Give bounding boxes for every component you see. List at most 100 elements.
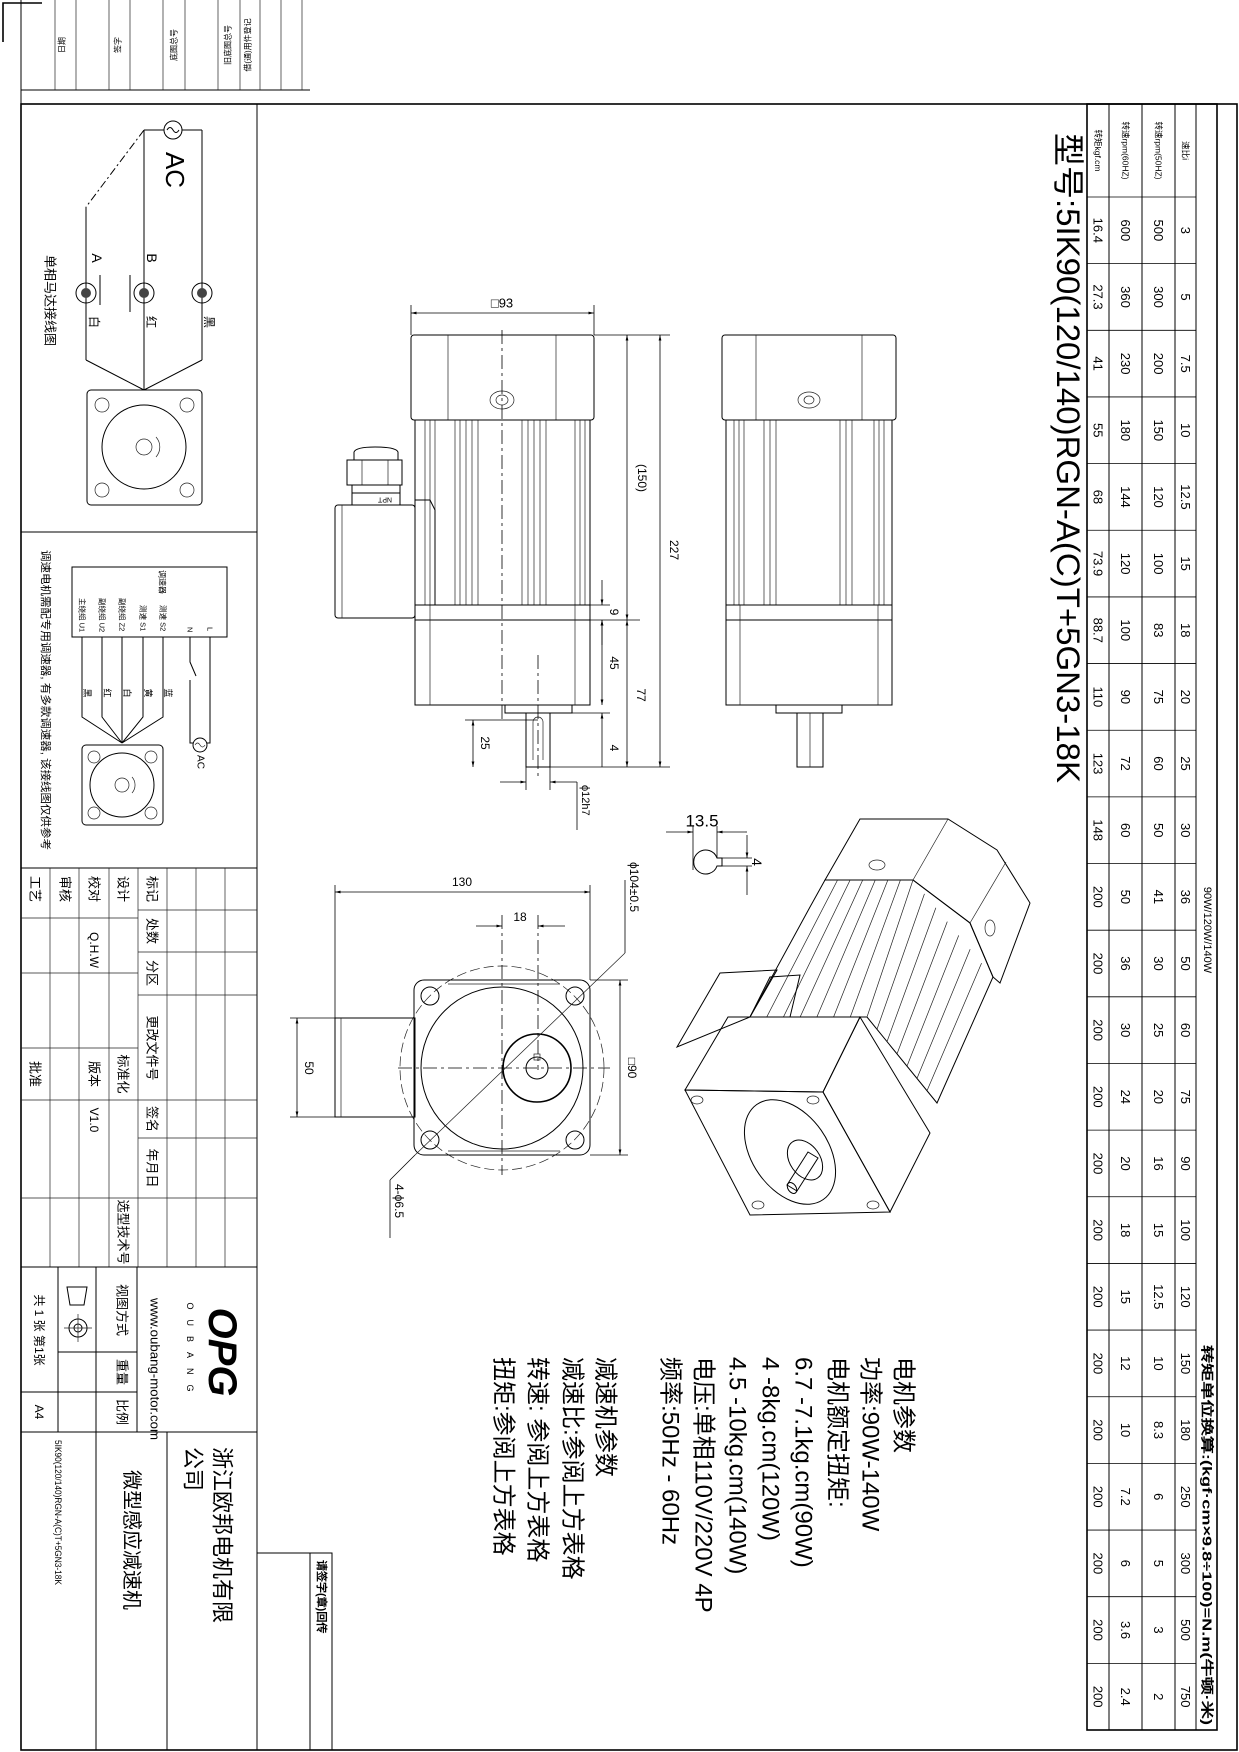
- motor-fin-line: [876, 893, 925, 1030]
- table-cell-ratio: 90: [1178, 1156, 1193, 1170]
- motor-fin-line: [896, 921, 948, 1054]
- product-name: 微型感应减速机: [120, 1470, 143, 1610]
- front-view-dimensions: 130 18 □90 50 ϕ104±0.5 4-ϕ6.5: [290, 862, 641, 1238]
- table-cell-rpm-50hz: 3: [1151, 1626, 1166, 1633]
- table-cell-torque-kgf-cm: 123: [1091, 753, 1106, 775]
- model-number-small: 5IK90(120/140)RGN-A(C)T+5GN3-18K: [53, 1440, 63, 1585]
- table-cell-ratio: 18: [1178, 623, 1193, 637]
- table-cell-rpm-60hz: 6: [1118, 1560, 1133, 1567]
- register-label: 底图总号: [169, 29, 179, 61]
- table-cell-rpm-60hz: 7.2: [1118, 1488, 1133, 1506]
- tb-zone: 分区: [145, 960, 160, 986]
- tb-design: 设计: [116, 876, 131, 902]
- dim-box-50: 50: [302, 1061, 316, 1075]
- table-cell-rpm-50hz: 25: [1151, 1023, 1166, 1037]
- table-cell-torque-kgf-cm: 27.3: [1091, 284, 1106, 309]
- table-cell-rpm-60hz: 10: [1118, 1423, 1133, 1437]
- ac-source-icon: [192, 737, 208, 753]
- table-cell-rpm-60hz: 600: [1118, 219, 1133, 241]
- table-cell-rpm-60hz: 18: [1118, 1223, 1133, 1237]
- speed-torque-table: 90W/120W/140W 转矩单位换算:(kgf·cm×9.8÷100)=N.…: [1086, 103, 1218, 1731]
- controller-label: 调速器: [158, 570, 167, 594]
- table-cell-rpm-50hz: 75: [1151, 690, 1166, 704]
- table-row-label: 转矩kgf.cm: [1093, 129, 1103, 171]
- table-cell-ratio: 150: [1178, 1353, 1193, 1375]
- single-phase-wiring-diagram: AC A B 白 红 黑 单相马达接线图: [43, 120, 216, 506]
- terminal-a-label: A: [89, 253, 105, 263]
- motor-fin-line: [866, 879, 914, 1018]
- table-cell-rpm-50hz: 41: [1151, 890, 1166, 904]
- tb-process: 工艺: [28, 876, 43, 902]
- motor-parameters: 电机参数 功率:90W-140W 电机额定扭矩: 6.7 -7.1kg.cm(9…: [657, 1357, 917, 1613]
- table-cell-ratio: 10: [1178, 423, 1193, 437]
- table-row-label: 速比i: [1181, 141, 1191, 160]
- table-cell-rpm-60hz: 15: [1118, 1290, 1133, 1304]
- table-cell-ratio: 60: [1178, 1023, 1193, 1037]
- dim-holes: 4-ϕ6.5: [392, 1184, 406, 1218]
- table-cell-ratio: 100: [1178, 1219, 1193, 1241]
- tb-sheets: 共 1 张 第1张: [32, 1294, 46, 1365]
- table-cell-ratio: 75: [1178, 1090, 1193, 1104]
- dim-gear-body: 45: [607, 656, 621, 670]
- table-cell-torque-kgf-cm: 148: [1091, 819, 1106, 841]
- terminal-icons: [75, 282, 213, 304]
- dim-overall-130: 130: [452, 875, 472, 889]
- tb-review: 审核: [58, 876, 73, 902]
- table-cell-ratio: 750: [1178, 1686, 1193, 1708]
- gearbox-parameters: 减速机参数 减速比:参阅上方表格 转速: 参阅上方表格 扭矩:参阅上方表格: [490, 1357, 619, 1580]
- tb-version: V1.0: [87, 1108, 101, 1133]
- table-cell-rpm-50hz: 20: [1151, 1090, 1166, 1104]
- register-label: 日期: [58, 37, 67, 53]
- register-block: 借(通)用件登记 旧底图总号 底图总号 签字 日期: [20, 0, 310, 104]
- table-cell-torque-kgf-cm: 200: [1091, 1686, 1106, 1708]
- wire-color: 红: [102, 688, 113, 697]
- table-cell-rpm-60hz: 100: [1118, 619, 1133, 641]
- tb-approve: 批准: [28, 1061, 43, 1087]
- table-cell-ratio: 12.5: [1178, 484, 1193, 509]
- motor-fin-line: [916, 949, 971, 1079]
- table-row-label: 转速rpm(50HZ): [1154, 121, 1164, 179]
- motor-fin-line: [816, 879, 876, 1018]
- table-cell-ratio: 30: [1178, 823, 1193, 837]
- table-cell-rpm-50hz: 60: [1151, 756, 1166, 770]
- table-cell-ratio: 50: [1178, 956, 1193, 970]
- side-view-dimensions: □93 (150) 227 9 45 77 4 25 ϕ12h7: [410, 296, 681, 830]
- company-website: www.oubang-motor.com: [148, 1297, 163, 1440]
- table-cell-rpm-50hz: 8.3: [1151, 1421, 1166, 1439]
- table-cell-rpm-50hz: 500: [1151, 219, 1166, 241]
- table-grid: [1087, 104, 1197, 1730]
- table-cell-rpm-60hz: 120: [1118, 553, 1133, 575]
- switch-icon: [189, 637, 211, 744]
- table-cell-torque-kgf-cm: 200: [1091, 1419, 1106, 1441]
- table-cell-rpm-60hz: 180: [1118, 419, 1133, 441]
- dim-total-length: 227: [667, 540, 681, 560]
- table-cell-ratio: 3: [1178, 227, 1193, 234]
- table-cell-rpm-60hz: 36: [1118, 956, 1133, 970]
- dim-shaft-offset: 18: [513, 910, 527, 924]
- table-cell-rpm-60hz: 144: [1118, 486, 1133, 508]
- table-cell-torque-kgf-cm: 200: [1091, 1486, 1106, 1508]
- table-cell-rpm-50hz: 5: [1151, 1560, 1166, 1567]
- tb-paper-size: A4: [32, 1405, 46, 1420]
- dim-boss: 4: [607, 745, 621, 752]
- motor-param-line: 电压:单相110V/220V 4P: [690, 1357, 717, 1613]
- table-cell-rpm-50hz: 50: [1151, 823, 1166, 837]
- tb-signature: 签名: [145, 1106, 160, 1132]
- register-label: 借(通)用件登记: [243, 18, 253, 71]
- wiring-note: 调速电机需配专用调速器, 有多款调速器, 该接线图仅供参考: [39, 550, 53, 850]
- wire-color: 白: [122, 688, 133, 697]
- tb-version-label: 版本: [87, 1061, 102, 1087]
- table-cell-rpm-50hz: 100: [1151, 553, 1166, 575]
- dim-pcd: ϕ104±0.5: [627, 862, 641, 912]
- table-cell-rpm-60hz: 60: [1118, 823, 1133, 837]
- motor-fin-line: [833, 879, 889, 1018]
- table-cell-ratio: 36: [1178, 890, 1193, 904]
- table-cell-torque-kgf-cm: 200: [1091, 1286, 1106, 1308]
- table-cell-ratio: 120: [1178, 1286, 1193, 1308]
- motor-fin-line: [783, 879, 851, 1018]
- wire-color: 蓝: [163, 688, 174, 697]
- terminal-label: 测速 S1: [139, 605, 148, 631]
- register-label: 签字: [113, 37, 123, 53]
- dim-shaft-diameter: ϕ12h7: [579, 785, 591, 816]
- tb-checker: Q.H.W: [87, 932, 101, 969]
